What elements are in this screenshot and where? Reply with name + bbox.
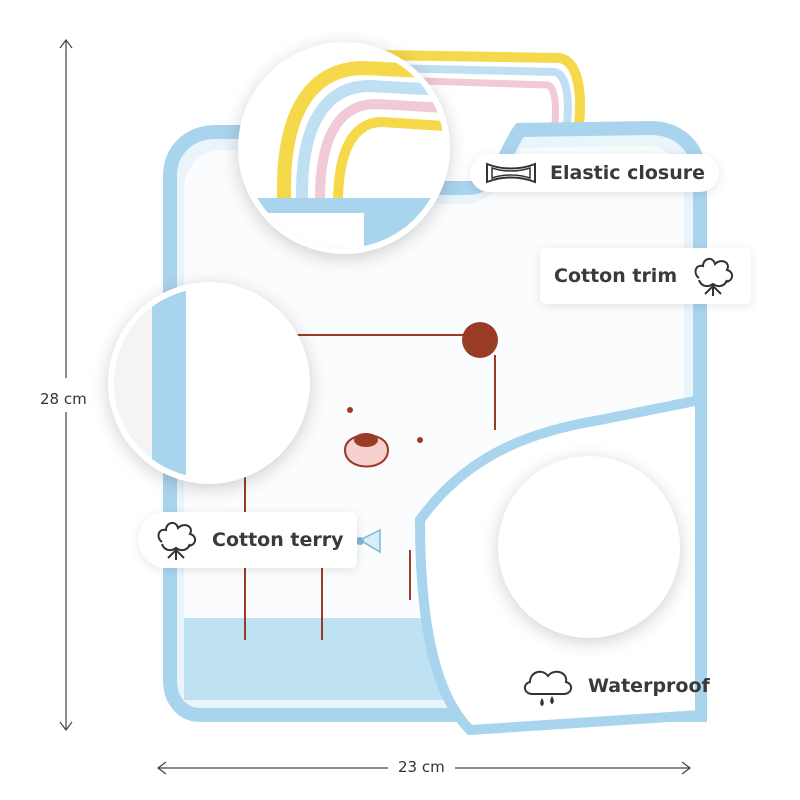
- height-label: 28 cm: [40, 388, 87, 410]
- elastic-closure-label: Elastic closure: [550, 162, 706, 184]
- bear-drawing: [240, 322, 498, 640]
- waterproof-label: Waterproof: [588, 675, 710, 697]
- waterproof-callout: Waterproof: [506, 658, 724, 714]
- cotton-trim-callout: Cotton trim: [540, 248, 752, 304]
- cotton-terry-zoom: [108, 282, 310, 484]
- cotton-flower-icon: [694, 258, 734, 296]
- width-label: 23 cm: [388, 758, 455, 776]
- rain-cloud-icon: [524, 670, 572, 706]
- elastic-band-icon: [486, 162, 536, 184]
- elastic-closure-zoom: [238, 42, 450, 254]
- cotton-trim-label: Cotton trim: [554, 265, 678, 287]
- cotton-terry-callout: Cotton terry: [138, 512, 358, 568]
- cotton-terry-label: Cotton terry: [212, 529, 344, 551]
- cotton-flower-icon: [157, 522, 196, 560]
- elastic-closure-callout: Elastic closure: [470, 154, 720, 192]
- waterproof-zoom: [498, 456, 680, 638]
